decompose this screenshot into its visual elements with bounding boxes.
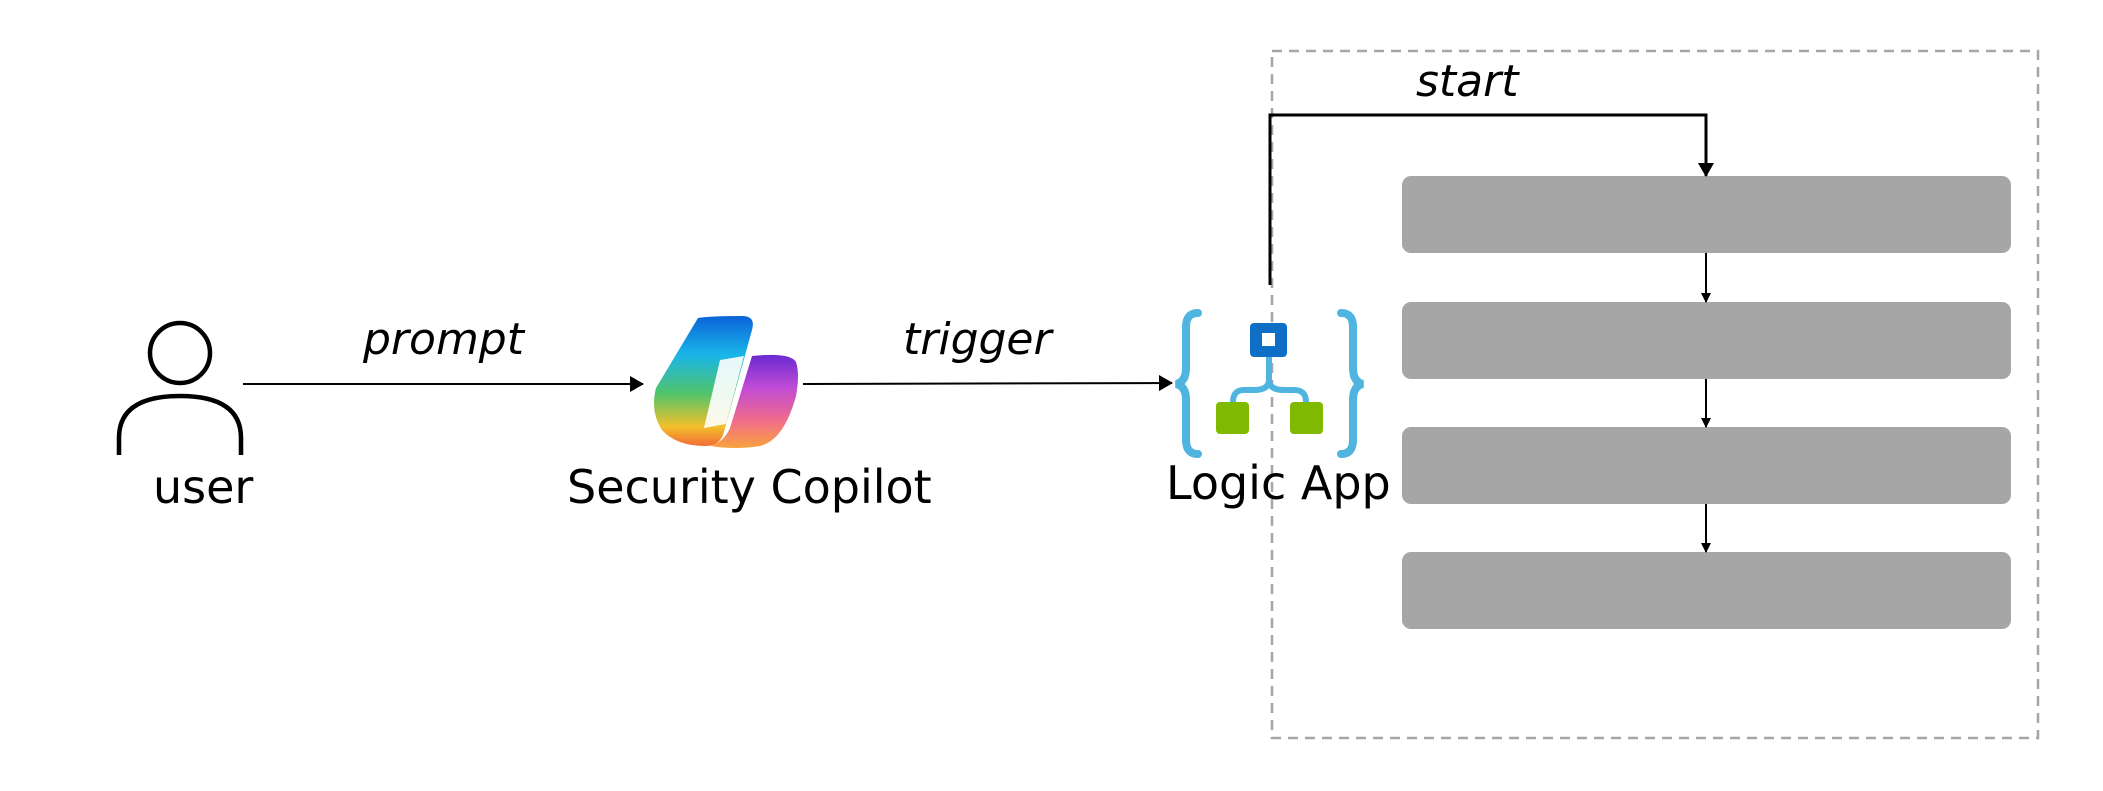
workflow-step (1402, 176, 2011, 253)
person-icon (116, 320, 244, 455)
start-label: start (1416, 56, 1519, 107)
user-label: user (153, 460, 254, 514)
workflow-step (1402, 302, 2011, 379)
prompt-label: prompt (363, 314, 524, 365)
workflow-step (1402, 552, 2011, 629)
trigger-arrow (802, 375, 1173, 392)
workflow-boundary (1270, 49, 2040, 740)
security-copilot-logo-icon (654, 316, 798, 448)
logic-app-label: Logic App (1166, 456, 1391, 510)
workflow-step (1402, 427, 2011, 504)
trigger-label: trigger (903, 314, 1052, 365)
start-connector (1268, 113, 1714, 285)
logic-app-icon (1174, 309, 1365, 458)
security-copilot-label: Security Copilot (567, 460, 932, 514)
